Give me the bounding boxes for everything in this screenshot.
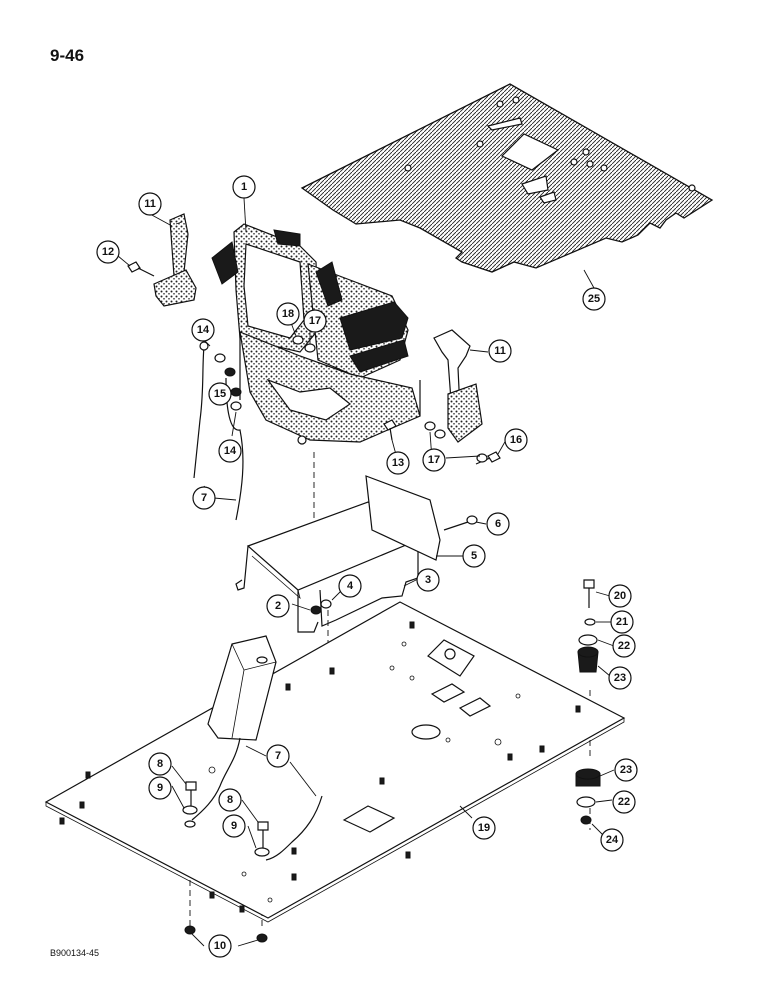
callout-20: 20 — [608, 584, 632, 608]
nut-2-4 — [310, 599, 332, 615]
svg-text:7: 7 — [275, 750, 281, 762]
callout-10: 10 — [208, 934, 232, 958]
svg-text:13: 13 — [392, 457, 404, 469]
callout-9-right: 9 — [222, 814, 246, 838]
svg-text:17: 17 — [428, 454, 440, 466]
screw-6 — [443, 515, 478, 531]
svg-text:20: 20 — [614, 590, 626, 602]
ring-terminal-left — [184, 820, 196, 828]
callout-23-lower: 23 — [614, 758, 638, 782]
callout-7-lower: 7 — [266, 744, 290, 768]
callout-14-upper: 14 — [191, 318, 215, 342]
nut-10-left — [184, 925, 196, 935]
svg-text:9: 9 — [157, 782, 163, 794]
callout-19: 19 — [472, 816, 496, 840]
svg-text:6: 6 — [495, 518, 501, 530]
svg-text:16: 16 — [510, 434, 522, 446]
svg-text:11: 11 — [494, 345, 506, 357]
shield-plate — [365, 475, 441, 561]
callout-24: 24 — [600, 828, 624, 852]
callout-22-upper: 22 — [612, 634, 636, 658]
callout-15: 15 — [208, 382, 232, 406]
svg-text:22: 22 — [618, 796, 630, 808]
callout-2: 2 — [266, 594, 290, 618]
svg-text:2: 2 — [275, 600, 281, 612]
callout-1: 1 — [232, 175, 256, 199]
callout-13: 13 — [386, 451, 410, 475]
callout-17-lower: 17 — [422, 448, 446, 472]
svg-text:1: 1 — [241, 181, 247, 193]
svg-text:10: 10 — [214, 940, 226, 952]
operator-seat — [211, 223, 421, 445]
svg-text:7: 7 — [201, 492, 207, 504]
washer-9-right — [254, 847, 270, 857]
svg-text:23: 23 — [614, 672, 626, 684]
pedal-mount — [207, 635, 277, 741]
figure-code: B900134-45 — [50, 948, 100, 958]
callout-25: 25 — [582, 287, 606, 311]
callout-5: 5 — [462, 544, 486, 568]
svg-text:11: 11 — [144, 198, 156, 210]
isolator-23-upper — [577, 646, 599, 673]
ground-strap-lower — [191, 737, 323, 861]
svg-text:12: 12 — [102, 246, 114, 258]
callout-18: 18 — [276, 302, 300, 326]
svg-text:14: 14 — [197, 324, 210, 336]
callout-23-upper: 23 — [608, 666, 632, 690]
bolt-8-right — [257, 821, 269, 848]
svg-text:8: 8 — [157, 758, 163, 770]
washer-21 — [584, 618, 596, 626]
leader-lines — [117, 197, 615, 947]
svg-text:14: 14 — [224, 445, 237, 457]
bolt-8-left — [185, 781, 197, 806]
bolt-13 — [383, 419, 397, 441]
isolator-23-lower — [575, 768, 601, 787]
callout-17-upper: 17 — [303, 309, 327, 333]
callout-6: 6 — [486, 512, 510, 536]
svg-text:22: 22 — [618, 640, 630, 652]
washer-22-upper — [578, 634, 598, 646]
svg-text:25: 25 — [588, 293, 600, 305]
bolt-12 — [127, 261, 155, 277]
callout-21: 21 — [610, 610, 634, 634]
svg-text:17: 17 — [309, 315, 321, 327]
callout-14-lower: 14 — [218, 439, 242, 463]
svg-text:19: 19 — [478, 822, 490, 834]
svg-text:5: 5 — [471, 550, 477, 562]
seat-bracket-right — [433, 329, 483, 443]
callout-11-left: 11 — [138, 192, 162, 216]
svg-text:18: 18 — [282, 308, 294, 320]
callout-9-left: 9 — [148, 776, 172, 800]
svg-text:4: 4 — [347, 580, 354, 592]
svg-text:3: 3 — [425, 574, 431, 586]
nut-10-right — [256, 933, 268, 943]
callout-16: 16 — [504, 428, 528, 452]
washer-22-lower — [576, 796, 596, 808]
base-plate — [44, 601, 626, 923]
callout-8-right: 8 — [218, 788, 242, 812]
svg-text:21: 21 — [616, 616, 628, 628]
floor-mat — [300, 83, 714, 273]
seat-bracket-left — [153, 213, 197, 307]
nut-24 — [580, 815, 592, 825]
callout-3: 3 — [416, 568, 440, 592]
callout-7-upper: 7 — [192, 486, 216, 510]
callout-22-lower: 22 — [612, 790, 636, 814]
callout-11-right: 11 — [488, 339, 512, 363]
callout-12: 12 — [96, 240, 120, 264]
callout-8-left: 8 — [148, 752, 172, 776]
washers-and-nuts — [214, 335, 488, 463]
page-number: 9-46 — [50, 46, 85, 65]
svg-text:23: 23 — [620, 764, 632, 776]
svg-text:9: 9 — [231, 820, 237, 832]
callout-4: 4 — [338, 574, 362, 598]
ground-strap-upper — [193, 341, 244, 521]
svg-text:24: 24 — [606, 834, 619, 846]
washer-9-left — [182, 805, 198, 815]
svg-text:8: 8 — [227, 794, 233, 806]
svg-text:15: 15 — [214, 388, 226, 400]
mount-bolt-20 — [583, 579, 595, 608]
